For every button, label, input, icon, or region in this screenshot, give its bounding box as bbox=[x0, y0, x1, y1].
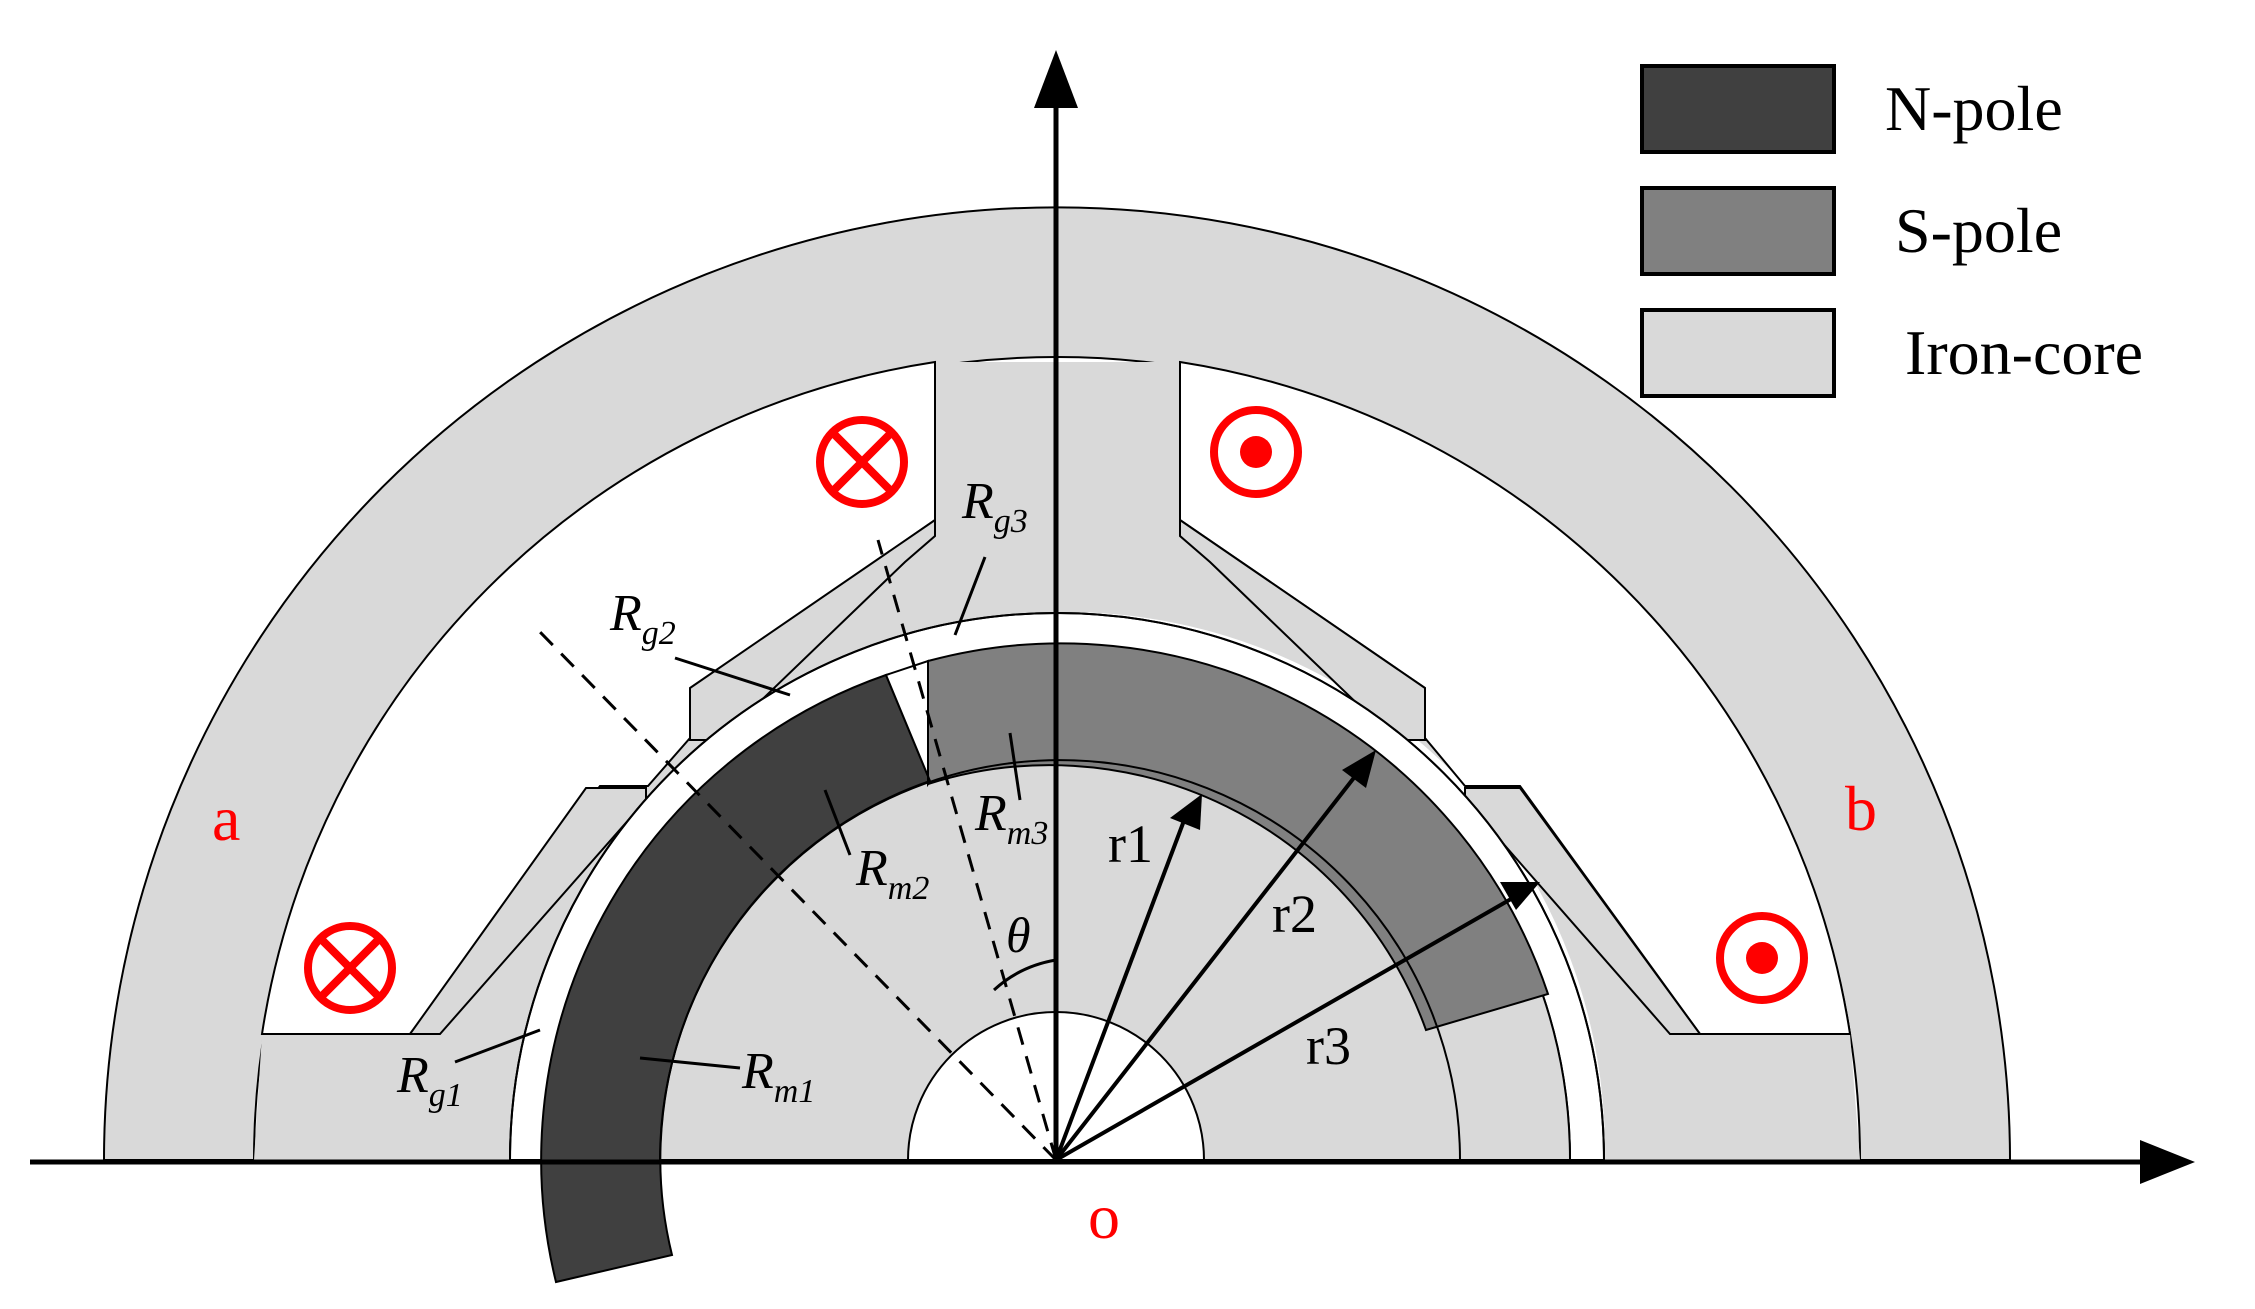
stator-top-band bbox=[600, 362, 1465, 790]
rm3-leader bbox=[1008, 732, 1022, 801]
rg1-leader bbox=[454, 1028, 541, 1064]
lower-left-tooth-shoe bbox=[408, 787, 647, 1035]
coil-symbols bbox=[304, 406, 1808, 1014]
dashed-lines bbox=[538, 539, 1058, 1162]
legend-swatch-n-pole bbox=[1640, 64, 1836, 154]
right-tooth-shoe bbox=[1179, 518, 1426, 741]
legend-label-iron-core: Iron-core bbox=[1905, 317, 2143, 388]
theta-label: θ bbox=[1006, 907, 1031, 963]
dashed-line-left bbox=[538, 630, 1058, 1162]
right-slot bbox=[1179, 360, 1852, 1035]
left-slot bbox=[260, 360, 936, 1035]
reluctance-label-rg1: Rg1 bbox=[396, 1047, 463, 1114]
reluctance-label-rm3: Rm3 bbox=[974, 785, 1048, 852]
rotor-inner-arc bbox=[659, 759, 1461, 1161]
left-tooth-shoe bbox=[689, 518, 936, 741]
radius-arrows bbox=[1054, 750, 1540, 1162]
tooth-tips bbox=[408, 518, 1702, 1035]
stator-slots bbox=[260, 360, 1852, 1035]
r3-arrow bbox=[1055, 893, 1519, 1162]
reluctance-leaders bbox=[454, 556, 1022, 1070]
r1-arrow bbox=[1054, 809, 1190, 1161]
theta-arc bbox=[992, 958, 1057, 992]
s-pole-magnet bbox=[927, 642, 1550, 1032]
phase-label-b: b bbox=[1845, 773, 1877, 844]
legend-swatch-iron-core bbox=[1640, 308, 1836, 398]
legend-label-s-pole: S-pole bbox=[1895, 195, 2062, 266]
rg2-leader bbox=[674, 656, 791, 697]
y-axis-arrow-icon bbox=[1034, 50, 1078, 108]
reluctance-label-rm1: Rm1 bbox=[741, 1043, 815, 1110]
rg3-leader bbox=[953, 556, 987, 636]
phase-label-a: a bbox=[212, 783, 240, 854]
legend-swatch-s-pole bbox=[1640, 186, 1836, 276]
cross-circle-icon bbox=[304, 922, 396, 1014]
reluctance-label-rm2: Rm2 bbox=[855, 840, 929, 907]
rm2-leader bbox=[823, 789, 852, 856]
origin-label: o bbox=[1088, 1181, 1120, 1252]
r1-arrowhead-icon bbox=[1170, 794, 1202, 830]
dashed-line-center bbox=[876, 539, 1058, 1161]
r1-label: r1 bbox=[1108, 814, 1153, 874]
dot-circle-icon bbox=[1716, 912, 1808, 1004]
lower-right-tooth-shoe bbox=[1464, 787, 1702, 1035]
rm1-leader bbox=[639, 1056, 741, 1070]
cross-circle-icon bbox=[816, 416, 908, 508]
x-axis-arrow-icon bbox=[2140, 1140, 2195, 1184]
r2-arrow bbox=[1054, 768, 1362, 1162]
text-labels: a b o θ r1 r2 r3 Rg1 Rg2 Rg3 Rm1 Rm2 Rm3 bbox=[212, 473, 1877, 1252]
legend: N-pole S-pole Iron-core bbox=[1640, 64, 2143, 398]
reluctance-label-rg2: Rg2 bbox=[609, 585, 676, 652]
r3-arrowhead-icon bbox=[1500, 882, 1540, 910]
axes bbox=[30, 50, 2195, 1184]
reluctance-label-rg3: Rg3 bbox=[961, 473, 1028, 540]
r2-label: r2 bbox=[1272, 884, 1317, 944]
r3-label: r3 bbox=[1306, 1016, 1351, 1076]
legend-label-n-pole: N-pole bbox=[1885, 73, 2063, 144]
r2-arrowhead-icon bbox=[1342, 750, 1376, 788]
dot-circle-icon bbox=[1210, 406, 1302, 498]
